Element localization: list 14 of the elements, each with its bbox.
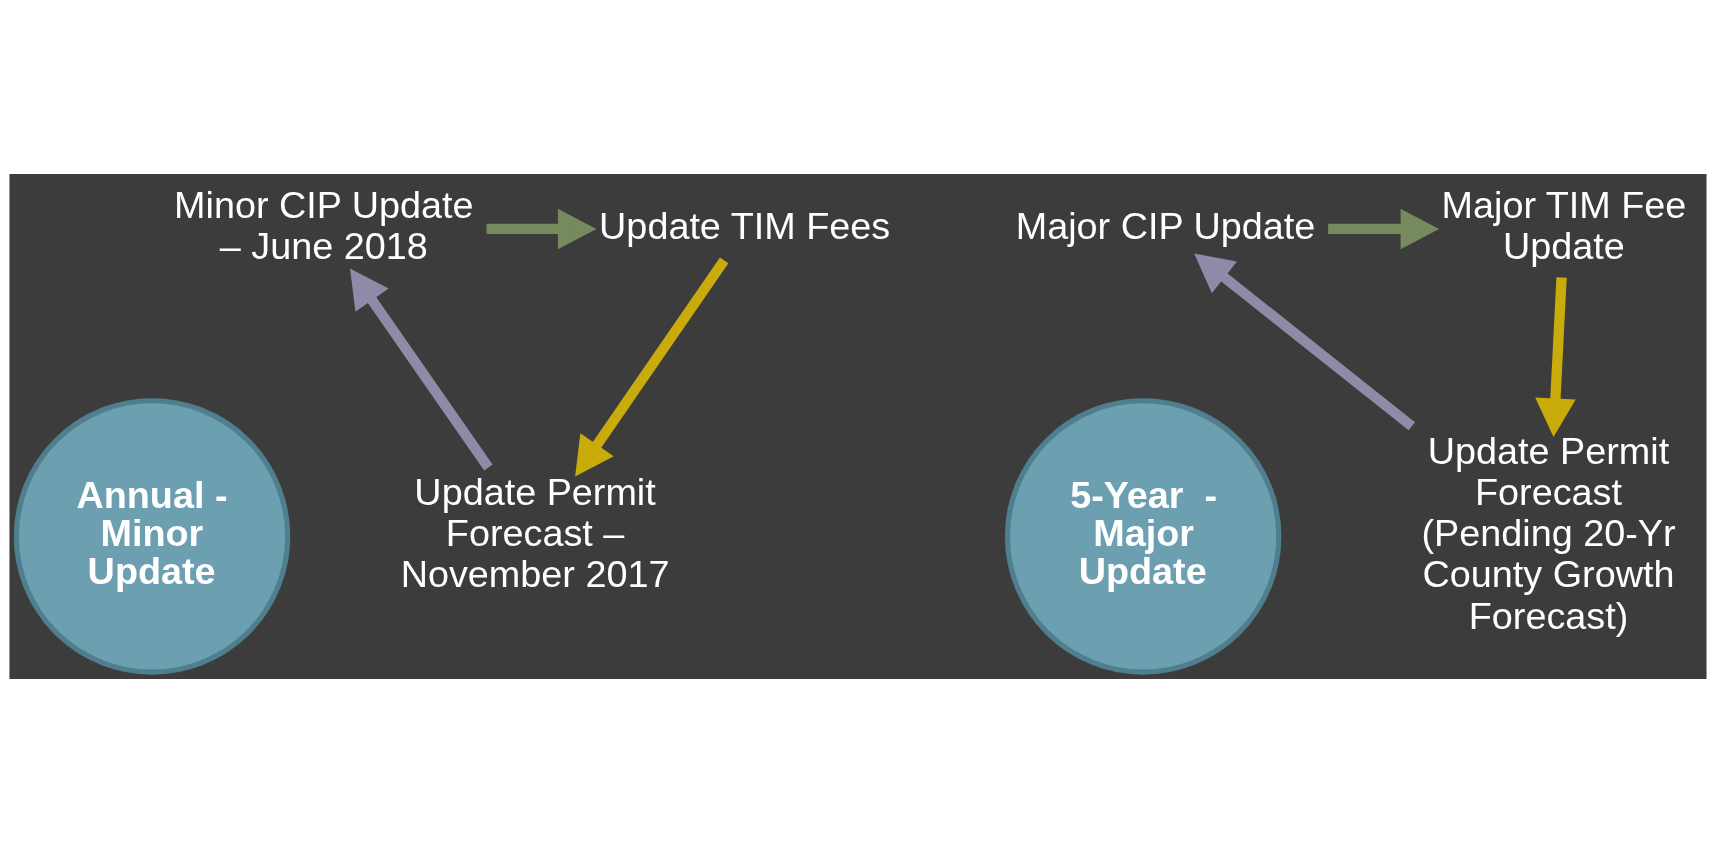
- node-text: Major TIM Fee Update: [1441, 183, 1687, 268]
- node-text: Major CIP Update: [1015, 204, 1316, 247]
- arrow: [1194, 253, 1416, 431]
- arrow: [486, 208, 597, 250]
- node-text: Minor CIP Update – June 2018: [174, 183, 474, 268]
- arrow: [575, 257, 729, 477]
- arrow: [1535, 277, 1576, 438]
- arrow: [1328, 208, 1440, 250]
- node-text: Update TIM Fees: [599, 204, 891, 247]
- node-text: Update Permit Forecast – November 2017: [400, 470, 670, 596]
- node-text: Update Permit Forecast (Pending 20-Yr County Growth Forecast): [1421, 429, 1676, 637]
- node-circle: Annual - Minor Update: [13, 398, 291, 675]
- node-circle: 5-Year - Major Update: [1004, 398, 1282, 675]
- arrow: [350, 268, 493, 471]
